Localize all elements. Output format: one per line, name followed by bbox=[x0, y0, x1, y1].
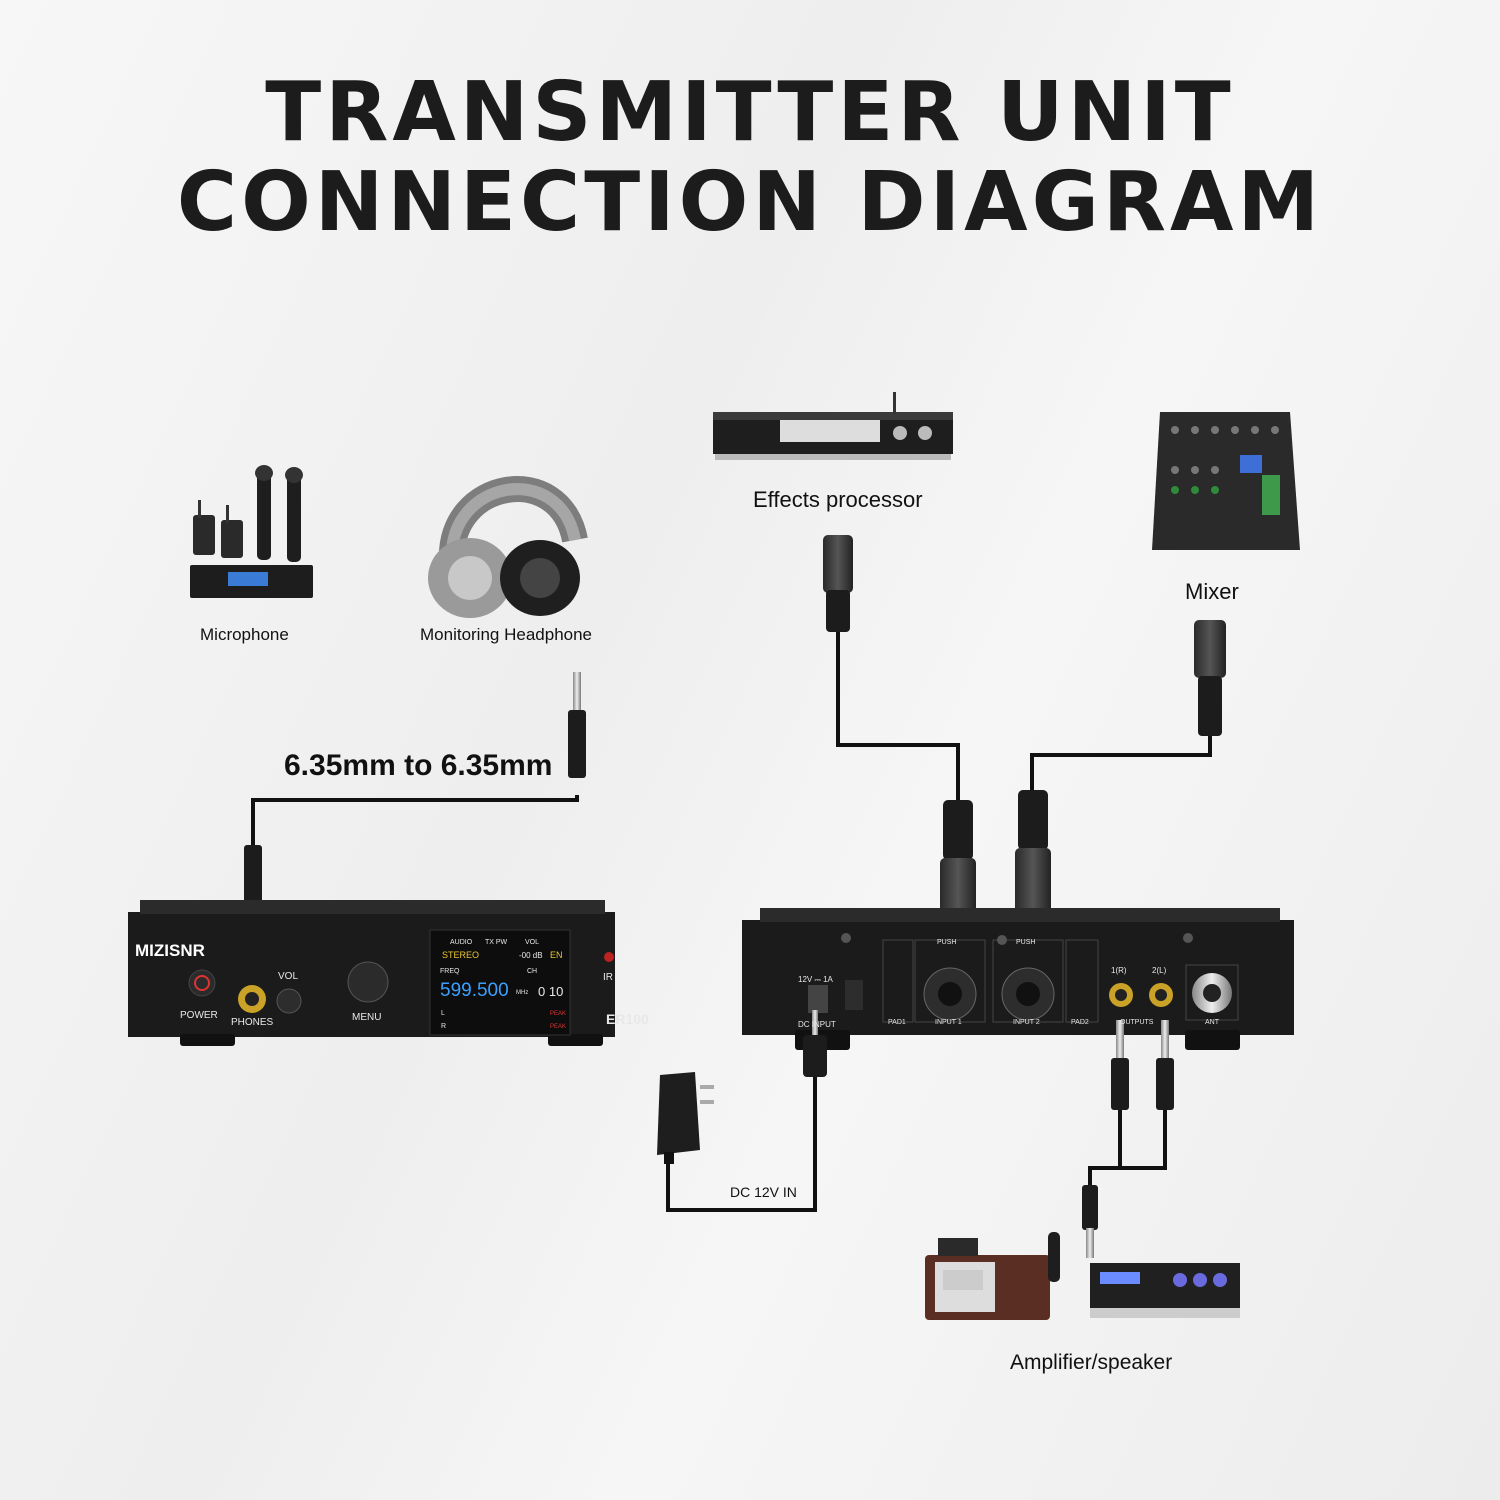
xlr-male-input2 bbox=[1015, 790, 1051, 918]
speaker-image bbox=[925, 1232, 1060, 1320]
title-line-1: TRANSMITTER UNIT bbox=[265, 65, 1235, 160]
display-stereo: STEREO bbox=[442, 950, 479, 960]
amplifier-image bbox=[1090, 1263, 1240, 1318]
outputs-cable-2 bbox=[1090, 1110, 1167, 1170]
ir-label: IR bbox=[603, 972, 613, 983]
mixer-label: Mixer bbox=[1185, 579, 1239, 604]
effects-xlr-cable bbox=[836, 630, 960, 805]
display-txpw: TX PW bbox=[485, 939, 508, 946]
headphone-cable bbox=[251, 795, 579, 845]
dc-rating-label: 12V ⎓ 1A bbox=[798, 975, 834, 984]
display-mhz: MHz bbox=[516, 990, 528, 996]
xlr-male-input1 bbox=[940, 800, 976, 918]
vol-label: VOL bbox=[278, 971, 298, 982]
power-label: POWER bbox=[180, 1010, 218, 1021]
display-audio: AUDIO bbox=[450, 939, 473, 946]
out1-label: 1(R) bbox=[1111, 966, 1127, 975]
display-freq-value: 599.500 bbox=[440, 980, 509, 1001]
display-ch-value: 0 10 bbox=[538, 984, 563, 999]
microphone-system-image bbox=[190, 465, 313, 598]
model-label: ER100 bbox=[606, 1011, 649, 1027]
cable-635-label: 6.35mm to 6.35mm bbox=[284, 749, 553, 782]
power-adapter-image bbox=[657, 1072, 714, 1164]
amplifier-speaker-label: Amplifier/speaker bbox=[1010, 1351, 1173, 1374]
display-vol: VOL bbox=[525, 939, 539, 946]
pad1-label: PAD1 bbox=[888, 1019, 906, 1026]
cables bbox=[251, 630, 1212, 1212]
phones-label: PHONES bbox=[231, 1017, 274, 1028]
pad2-label: PAD2 bbox=[1071, 1019, 1089, 1026]
title-line-2: CONNECTION DIAGRAM bbox=[176, 155, 1324, 250]
output-jack-2 bbox=[1156, 1020, 1174, 1110]
dc-12v-in-label: DC 12V IN bbox=[730, 1184, 797, 1200]
outputs-cable bbox=[1088, 1110, 1122, 1185]
display-l: L bbox=[441, 1010, 445, 1017]
output-jack-1 bbox=[1111, 1020, 1129, 1110]
ant-label: ANT bbox=[1205, 1019, 1220, 1026]
transmitter-back-panel bbox=[742, 908, 1294, 1050]
amp-jack bbox=[1082, 1185, 1098, 1258]
input1-label: INPUT 1 bbox=[935, 1019, 962, 1026]
effects-processor-image bbox=[713, 392, 953, 460]
dc-power-cable bbox=[666, 1075, 817, 1212]
display-freq-label: FREQ bbox=[440, 968, 460, 975]
display-ch-label: CH bbox=[527, 968, 537, 975]
display-peak-r: PEAK bbox=[550, 1024, 566, 1030]
xlr-female-mixer bbox=[1194, 620, 1226, 736]
mixer-xlr-cable bbox=[1030, 735, 1212, 795]
outputs-label: OUTPUTS bbox=[1120, 1019, 1154, 1026]
dc-input-label: DC INPUT bbox=[798, 1020, 836, 1029]
brand-logo: MIZISNR bbox=[135, 941, 205, 960]
display-lang: EN bbox=[550, 950, 563, 960]
xlr-female-effects bbox=[823, 535, 853, 632]
mixer-image bbox=[1152, 412, 1300, 550]
out2-label: 2(L) bbox=[1152, 966, 1167, 975]
dc-plug bbox=[803, 1010, 827, 1077]
input2-label: INPUT 2 bbox=[1013, 1019, 1040, 1026]
push-label-2: PUSH bbox=[1016, 939, 1035, 946]
effects-processor-label: Effects processor bbox=[753, 487, 923, 512]
headphone-image bbox=[428, 476, 588, 618]
display-vol-value: -00 dB bbox=[519, 951, 543, 960]
jack-plug-top bbox=[568, 672, 586, 778]
display-r: R bbox=[441, 1023, 446, 1030]
microphone-label: Microphone bbox=[200, 625, 289, 644]
monitoring-headphone-label: Monitoring Headphone bbox=[420, 625, 593, 644]
push-label-1: PUSH bbox=[937, 939, 956, 946]
transmitter-front-panel bbox=[128, 900, 615, 1046]
menu-label: MENU bbox=[352, 1012, 381, 1023]
display-peak-l: PEAK bbox=[550, 1011, 566, 1017]
